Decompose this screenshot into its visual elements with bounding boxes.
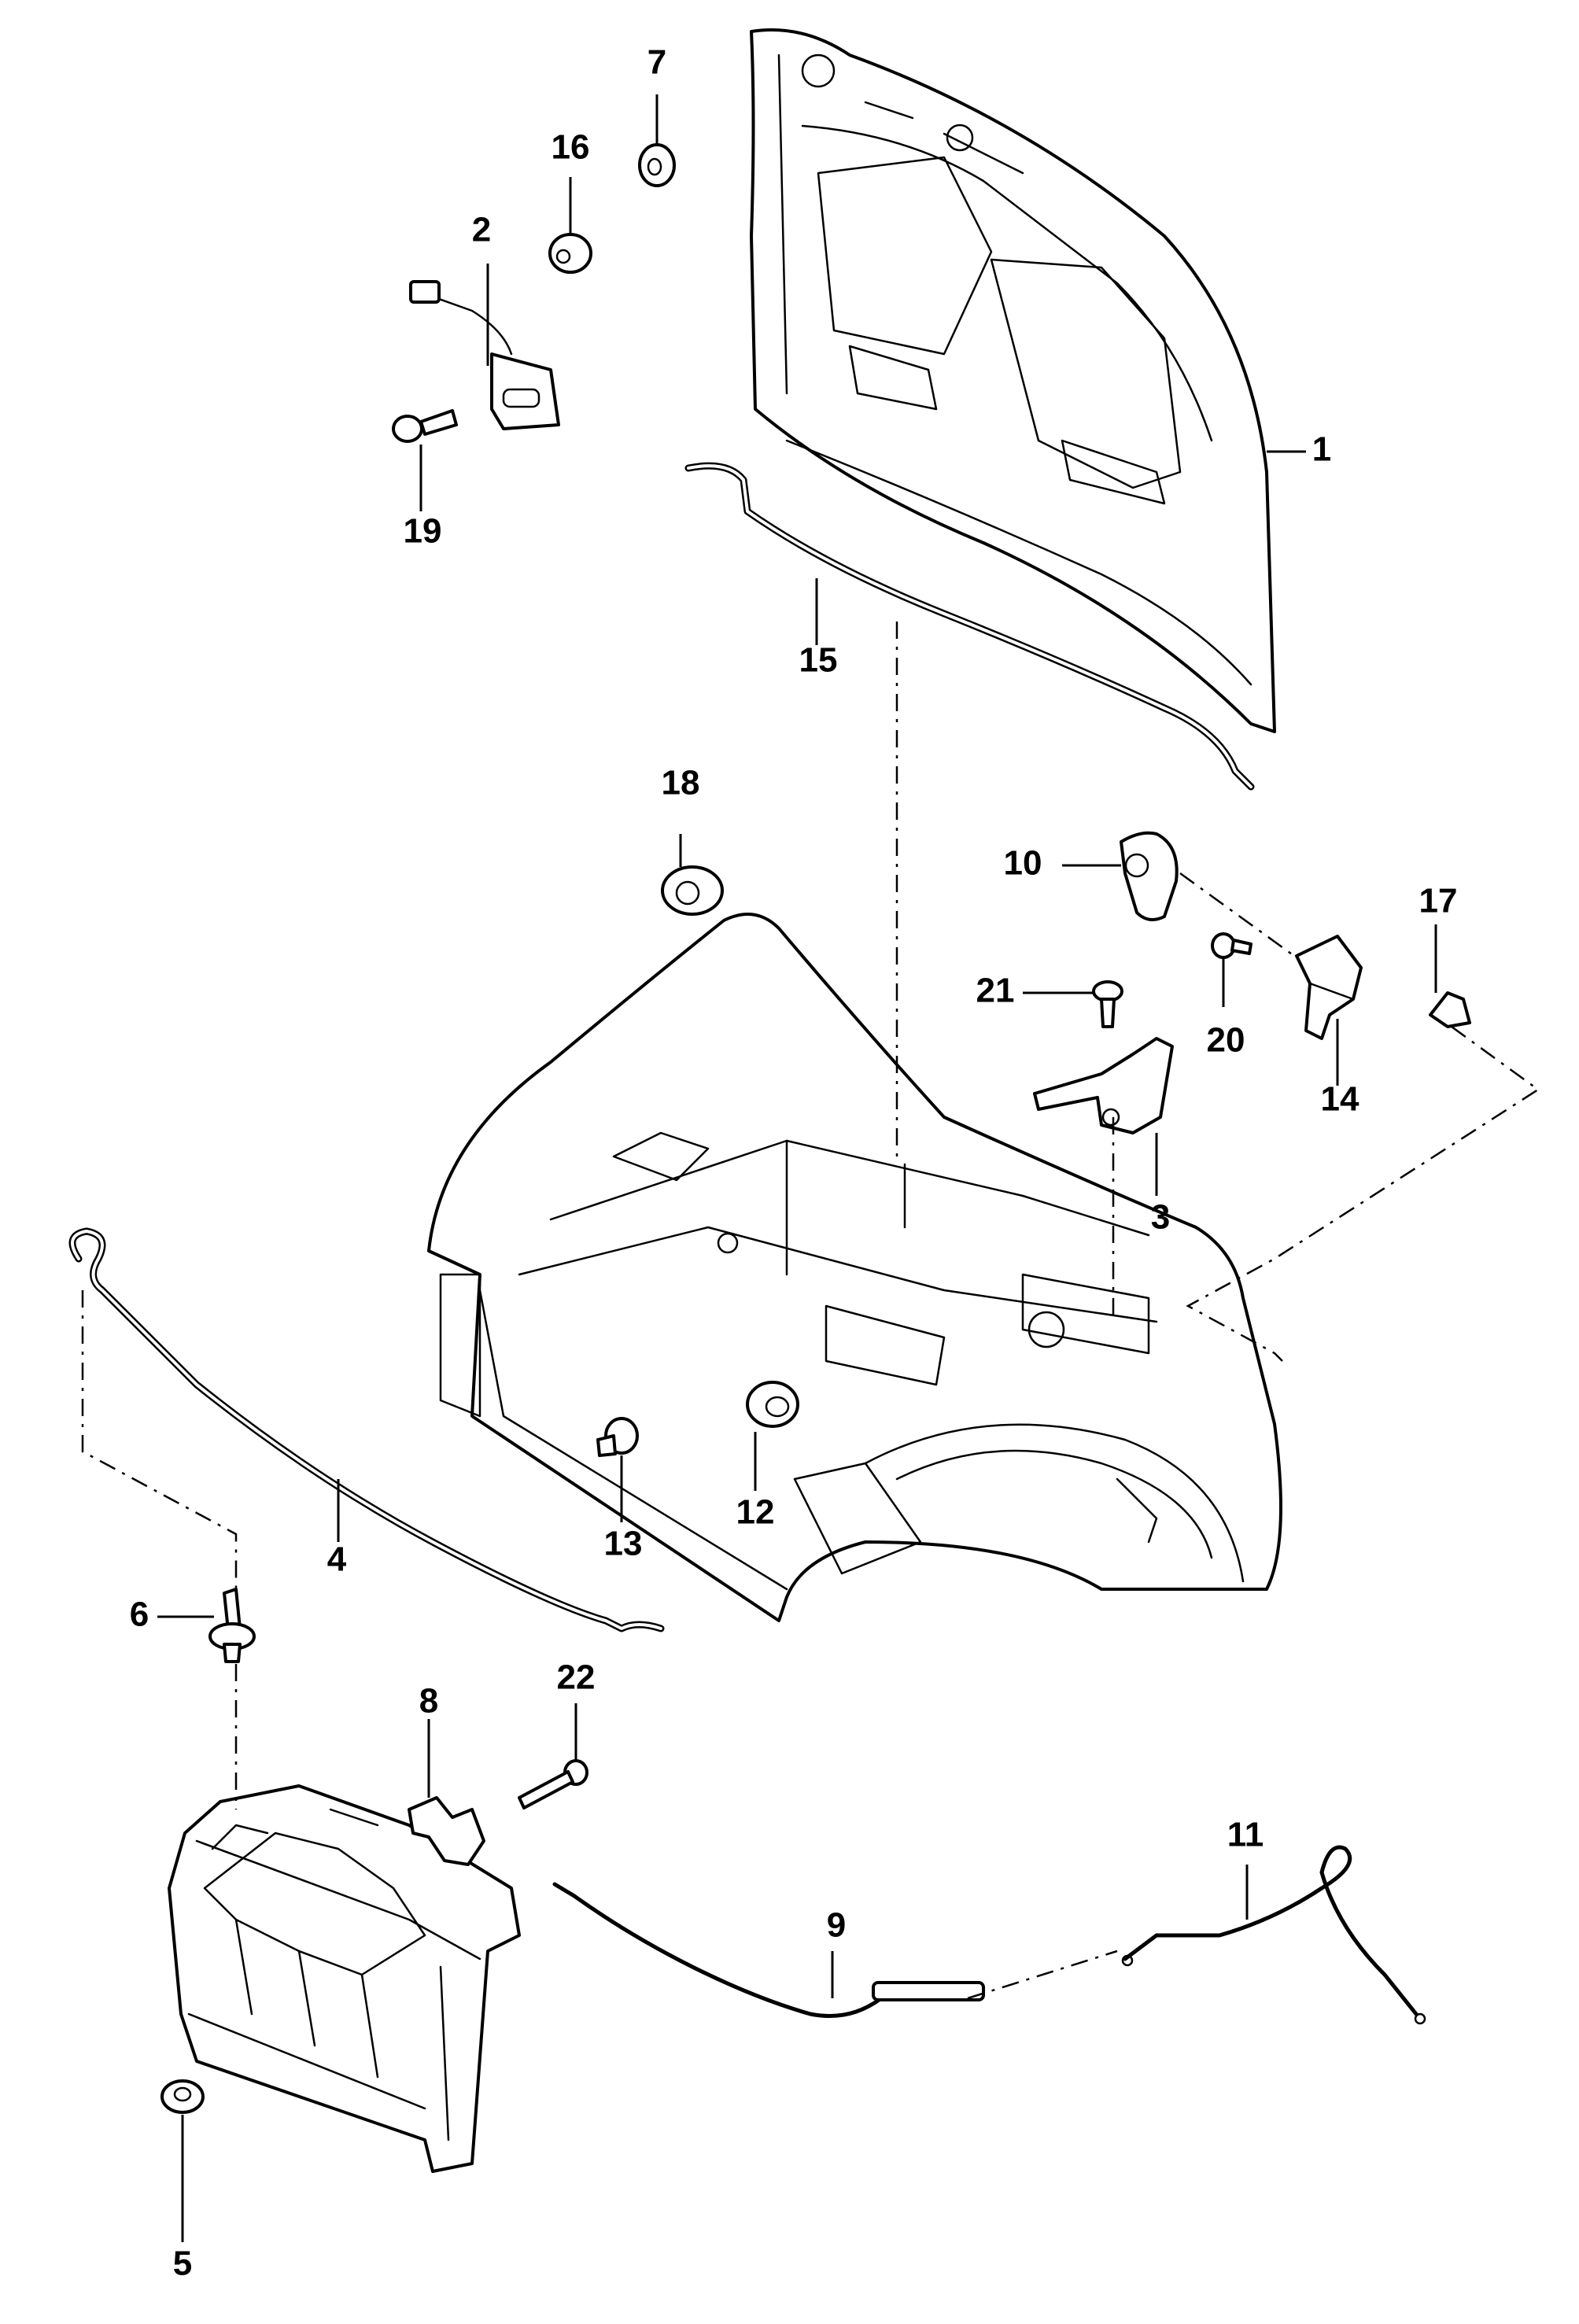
vehicle-front-body: [427, 913, 1282, 1622]
callout-17: 17: [1419, 882, 1458, 920]
callout-11: 11: [1227, 1816, 1264, 1854]
callout-20: 20: [1207, 1021, 1245, 1060]
callout-14: 14: [1321, 1080, 1359, 1119]
callout-8: 8: [419, 1682, 438, 1721]
callout-4: 4: [327, 1540, 347, 1579]
callout-21: 21: [976, 972, 1015, 1010]
lock-carrier: [168, 1784, 521, 2173]
callout-6: 6: [130, 1595, 149, 1634]
callout-22: 22: [557, 1658, 596, 1697]
part-20-bolt: [1211, 932, 1253, 959]
callout-2: 2: [472, 211, 491, 249]
part-22-bolt: [518, 1759, 588, 1809]
part-14-lock-bracket: [1295, 935, 1363, 1040]
part-19-bolt: [392, 409, 458, 443]
part-8-clip: [408, 1796, 485, 1866]
alignment-lines: [81, 622, 1540, 2000]
callout-12: 12: [736, 1493, 775, 1532]
part-3-hinge: [1033, 1037, 1174, 1134]
leader-lines: [157, 94, 1437, 2242]
part-10-lock-striker: [1120, 831, 1179, 921]
hood-seal: [684, 462, 1255, 791]
callout-1: 1: [1312, 430, 1331, 469]
part-12-grommet: [746, 1381, 799, 1428]
part-7-grommet: [638, 143, 676, 187]
part-21-bolt: [1092, 980, 1123, 1028]
part-13-clip: [596, 1417, 639, 1457]
callout-10: 10: [1004, 844, 1042, 883]
hood-prop-rod: [68, 1227, 665, 1632]
part-5-nut: [160, 2079, 205, 2114]
callout-13: 13: [604, 1525, 643, 1563]
callout-19: 19: [404, 512, 442, 551]
part-2-bracket-cable: [409, 280, 560, 430]
release-cables: [552, 1845, 1426, 2025]
callout-5: 5: [173, 2245, 192, 2283]
callout-16: 16: [552, 128, 590, 167]
part-18-grommet: [661, 865, 724, 916]
callout-labels: 1 2 3 4 5 6 7 8 9 10 11 12 13 14 15 16 1…: [130, 43, 1458, 2283]
callout-3: 3: [1151, 1198, 1170, 1237]
hood-panel: [750, 28, 1276, 733]
part-6-catch: [208, 1588, 256, 1663]
part-16-buffer: [548, 233, 592, 274]
part-17-cap: [1429, 991, 1471, 1028]
callout-15: 15: [799, 641, 838, 680]
callout-9: 9: [827, 1906, 846, 1945]
callout-18: 18: [662, 764, 700, 802]
callout-7: 7: [647, 43, 666, 82]
